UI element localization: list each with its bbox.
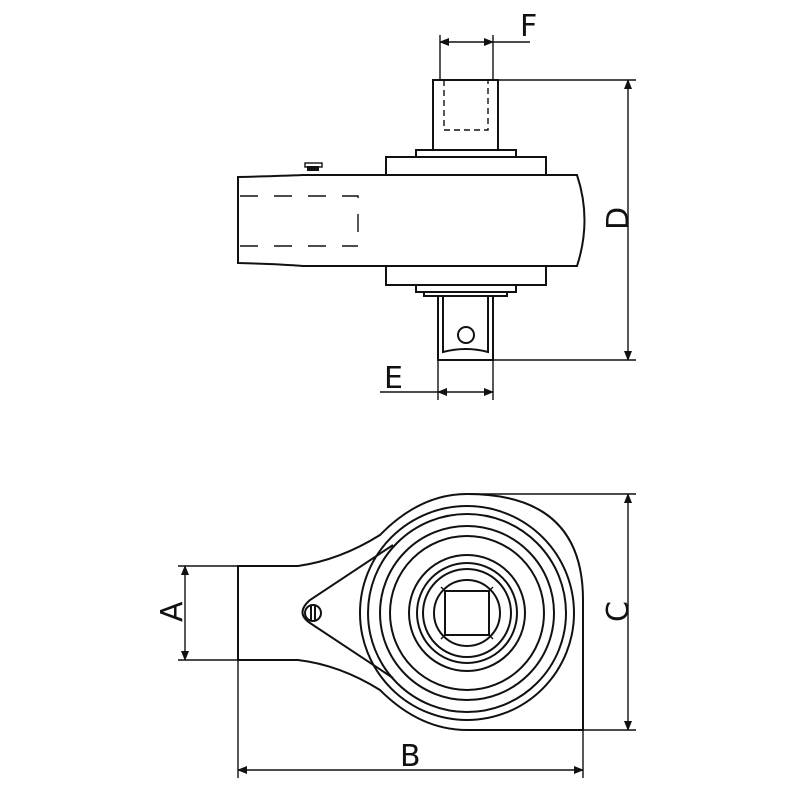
dimension-label-c: C (601, 601, 636, 622)
dimension-e: E (380, 360, 494, 400)
top-plate (415, 149, 517, 158)
lower-flange (385, 265, 547, 286)
detent-hole (457, 326, 475, 344)
pin (307, 166, 319, 171)
dimension-label-d: D (601, 207, 636, 230)
pin-head (304, 162, 323, 168)
lower-plate (415, 284, 517, 293)
screw-head (304, 604, 322, 622)
hidden-square-socket (443, 80, 489, 131)
dimension-a: A (155, 565, 238, 661)
dimension-label-f: F (520, 9, 537, 44)
dimension-d: D (493, 79, 636, 361)
square-drive (437, 296, 494, 361)
handle-body (237, 174, 586, 267)
upper-flange (385, 156, 547, 176)
pawl-tail (301, 544, 394, 679)
ring-2 (367, 513, 567, 713)
ring-4 (389, 535, 545, 691)
dimension-label-e: E (384, 361, 403, 396)
dimension-b: B (237, 660, 584, 778)
lower-ring (423, 291, 508, 297)
hidden-handle-bore (240, 195, 359, 247)
dimension-label-a: A (155, 601, 190, 622)
ring-3 (379, 525, 555, 701)
side-view (237, 79, 586, 361)
dimension-f: F (439, 9, 537, 80)
dimension-label-b: B (400, 739, 421, 774)
ring-1 (359, 505, 575, 721)
socket-circle (433, 579, 501, 647)
dimension-c: C (470, 493, 636, 731)
head-outline (237, 492, 584, 731)
ring-7 (422, 568, 512, 658)
ring-6 (416, 562, 518, 664)
ring-5 (408, 554, 526, 672)
square-drive-end (444, 590, 490, 636)
top-view (237, 492, 584, 731)
